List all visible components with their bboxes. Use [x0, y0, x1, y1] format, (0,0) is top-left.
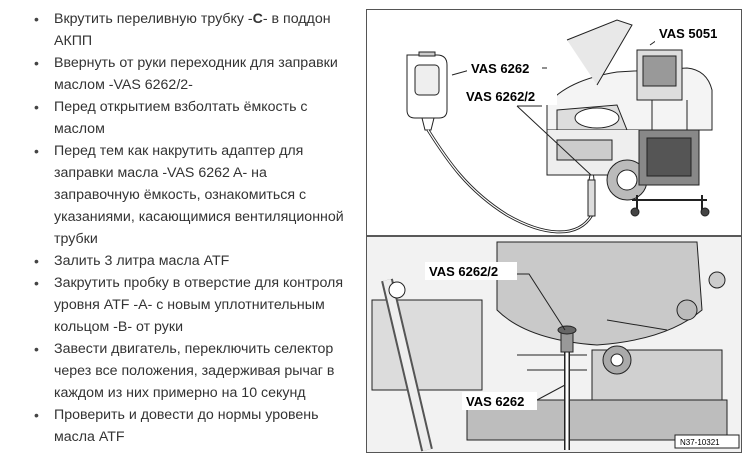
leader-vas6262-2 — [516, 105, 592, 176]
oil-container-drawing — [406, 51, 448, 131]
bullet-icon: • — [34, 99, 39, 115]
list-item: •Завести двигатель, переключить селектор… — [28, 338, 353, 404]
bullet-icon: • — [34, 11, 39, 27]
list-item: •Перед открытием взболтать ёмкость с мас… — [28, 96, 353, 140]
car-front-drawing — [546, 19, 713, 201]
list-item: •Вкрутить переливную трубку -C- в поддон… — [28, 8, 353, 52]
list-item: •Залить 3 литра масла ATF — [28, 250, 353, 272]
bullet-icon: • — [34, 253, 39, 269]
bottom-panel — [367, 237, 741, 452]
bullet-icon: • — [34, 275, 39, 291]
label-vas6262-top: VAS 6262 — [471, 61, 529, 76]
illustration-svg: VAS 5051 VAS 6262 VAS 6262/2 — [367, 19, 741, 452]
bullet-icon: • — [34, 341, 39, 357]
list-item: •Ввернуть от руки переходник для заправк… — [28, 52, 353, 96]
filler-adapter-drawing — [587, 169, 596, 217]
list-item: •Перед тем как накрутить адаптер для зап… — [28, 140, 353, 250]
bullet-icon: • — [34, 407, 39, 423]
label-vas5051: VAS 5051 — [659, 26, 717, 41]
technical-illustration: VAS 5051 VAS 6262 VAS 6262/2 — [366, 9, 742, 453]
tester-cart-drawing — [630, 49, 710, 217]
filler-tube-drawing — [557, 325, 577, 450]
figure-reference: N37-10321 — [680, 438, 720, 447]
bullet-icon: • — [34, 143, 39, 159]
list-item: •Закрутить пробку в отверстие для контро… — [28, 272, 353, 338]
leader-vas6262-2-bottom — [517, 273, 566, 331]
instruction-list: •Вкрутить переливную трубку -C- в поддон… — [28, 8, 353, 448]
label-vas6262-2-bottom: VAS 6262/2 — [429, 264, 498, 279]
bullet-icon: • — [34, 55, 39, 71]
leader-vas6262-bottom — [536, 384, 566, 401]
label-vas6262-bottom: VAS 6262 — [466, 394, 524, 409]
top-panel — [406, 19, 727, 234]
label-vas6262-2-top: VAS 6262/2 — [466, 89, 535, 104]
list-item: •Проверить и довести до нормы уровень ма… — [28, 404, 353, 448]
